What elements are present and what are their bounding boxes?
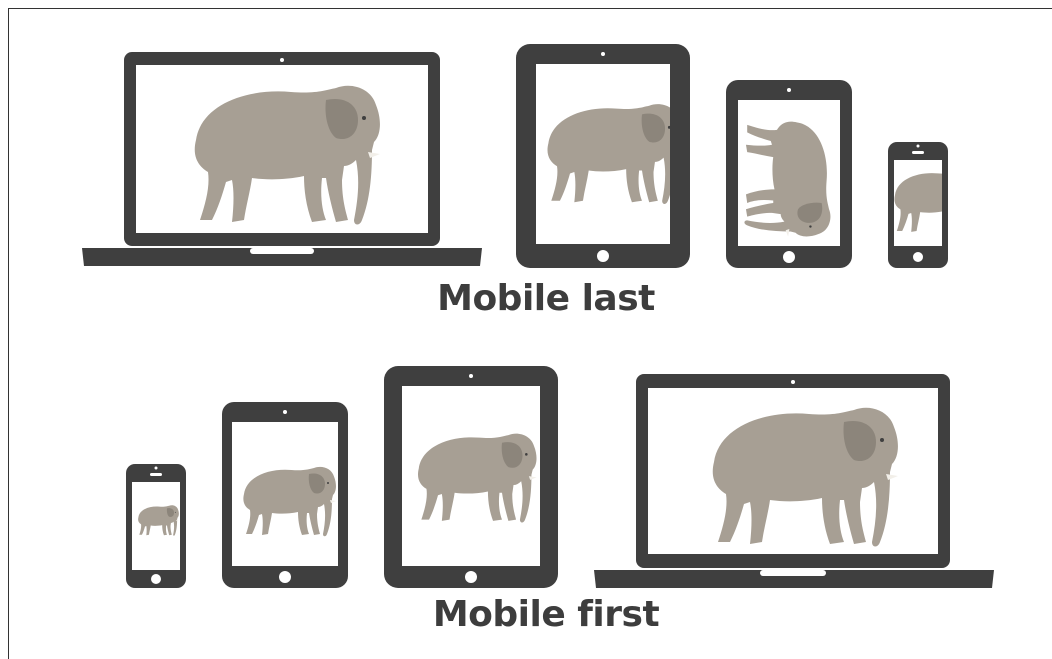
phone-mobile-first xyxy=(126,464,186,588)
figure-frame xyxy=(8,8,1052,659)
tablet-mobile-first-large xyxy=(384,366,558,588)
phone-mobile-last xyxy=(888,142,948,268)
laptop-mobile-first xyxy=(594,374,994,588)
caption-mobile-last: Mobile last xyxy=(437,278,655,319)
tablet-mobile-first-small xyxy=(222,402,348,588)
tablet-mobile-last-small xyxy=(726,80,852,268)
laptop-mobile-last xyxy=(82,52,482,266)
tablet-mobile-last-large xyxy=(516,44,690,268)
caption-mobile-first: Mobile first xyxy=(432,594,660,635)
